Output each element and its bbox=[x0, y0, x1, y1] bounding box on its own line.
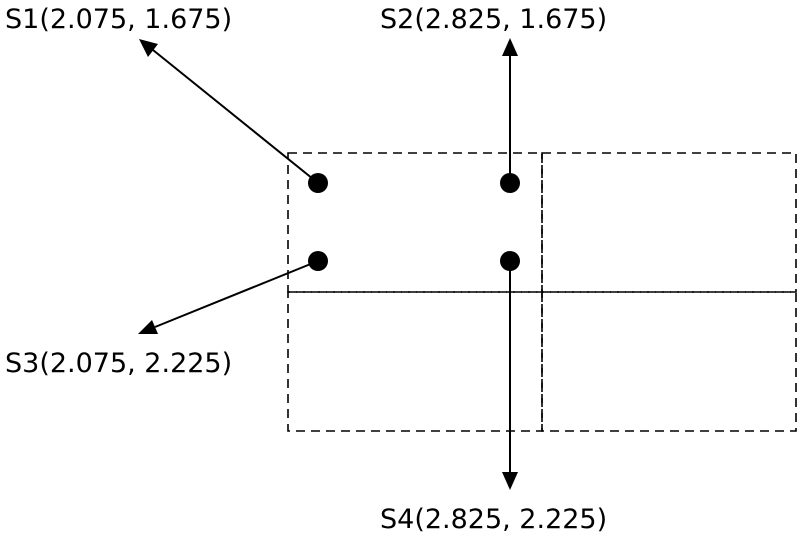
grid-cell-top-left bbox=[287, 152, 543, 293]
grid-cell-bottom-left bbox=[287, 291, 543, 432]
grid-cell-bottom-right bbox=[541, 291, 797, 432]
arrowhead-s4 bbox=[502, 472, 518, 490]
arrows bbox=[138, 38, 518, 490]
sample-points bbox=[308, 173, 520, 271]
point-s3 bbox=[308, 251, 328, 271]
arrowhead-s2 bbox=[502, 38, 518, 56]
point-s4 bbox=[500, 251, 520, 271]
label-s1: S1(2.075, 1.675) bbox=[5, 4, 232, 35]
arrowhead-s1 bbox=[139, 39, 158, 57]
label-s4: S4(2.825, 2.225) bbox=[380, 504, 607, 535]
label-s3: S3(2.075, 2.225) bbox=[5, 348, 232, 379]
label-s2: S2(2.825, 1.675) bbox=[380, 4, 607, 35]
point-labels: S1(2.075, 1.675) S2(2.825, 1.675) S3(2.0… bbox=[5, 4, 607, 535]
point-s1 bbox=[308, 173, 328, 193]
point-s2 bbox=[500, 173, 520, 193]
grid-cell-top-right bbox=[541, 152, 797, 293]
dashed-grid bbox=[287, 152, 797, 432]
arrowhead-s3 bbox=[138, 320, 158, 334]
arrow-s3 bbox=[154, 260, 319, 328]
arrow-s1 bbox=[152, 49, 319, 184]
